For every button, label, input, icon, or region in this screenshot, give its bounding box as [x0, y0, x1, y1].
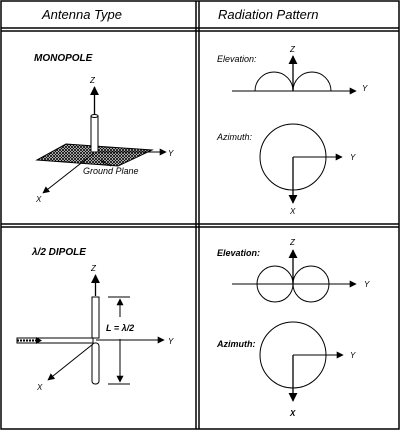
- dipole-azimuth-x-label: X: [289, 409, 296, 418]
- ground-plane: [35, 143, 154, 167]
- monopole-elevation-z-label: Z: [289, 45, 296, 54]
- dipole-diagram: λ/2 DIPOLE Y X Z L = λ/2: [16, 247, 174, 392]
- ground-plane-label: Ground Plane: [83, 166, 139, 176]
- dipole-azimuth-y-label: Y: [350, 351, 356, 360]
- monopole-azimuth-label: Azimuth:: [216, 132, 253, 142]
- dipole-upper-element: [91, 296, 100, 339]
- monopole-azimuth-y-label: Y: [350, 153, 356, 162]
- dipole-azimuth-label: Azimuth:: [216, 339, 256, 349]
- dipole-x-axis: [47, 343, 94, 381]
- dipole-feed-line: [16, 337, 94, 344]
- monopole-elevation-y-label: Y: [362, 84, 368, 93]
- dipole-z-label: Z: [90, 264, 97, 273]
- monopole-title: MONOPOLE: [34, 53, 93, 64]
- dipole-elevation-z-label: Z: [289, 238, 296, 247]
- dipole-azimuth-pattern: Azimuth: Y X: [216, 321, 356, 418]
- dipole-elevation-y-label: Y: [364, 280, 370, 289]
- dipole-lower-element: [91, 342, 100, 385]
- monopole-x-label: X: [35, 195, 42, 204]
- monopole-x-axis: [42, 152, 95, 194]
- monopole-elevation-label: Elevation:: [217, 54, 257, 64]
- dipole-y-label: Y: [168, 337, 174, 346]
- dipole-title: λ/2 DIPOLE: [31, 247, 86, 258]
- dipole-elevation-label: Elevation:: [217, 248, 260, 258]
- monopole-z-label: Z: [89, 76, 96, 85]
- dipole-x-label: X: [36, 383, 43, 392]
- monopole-azimuth-pattern: Azimuth: Y X: [216, 123, 356, 216]
- monopole-element: [90, 115, 99, 153]
- header-antenna-type: Antenna Type: [41, 7, 122, 22]
- dipole-length-label: L = λ/2: [106, 323, 134, 333]
- dipole-elevation-pattern: Elevation: Y Z: [217, 238, 370, 303]
- monopole-y-label: Y: [168, 149, 174, 158]
- monopole-diagram: MONOPOLE Y X Z Ground Plane: [34, 53, 174, 204]
- monopole-azimuth-x-label: X: [289, 207, 296, 216]
- header-radiation-pattern: Radiation Pattern: [218, 7, 318, 22]
- monopole-elevation-pattern: Elevation: Y Z: [217, 45, 368, 95]
